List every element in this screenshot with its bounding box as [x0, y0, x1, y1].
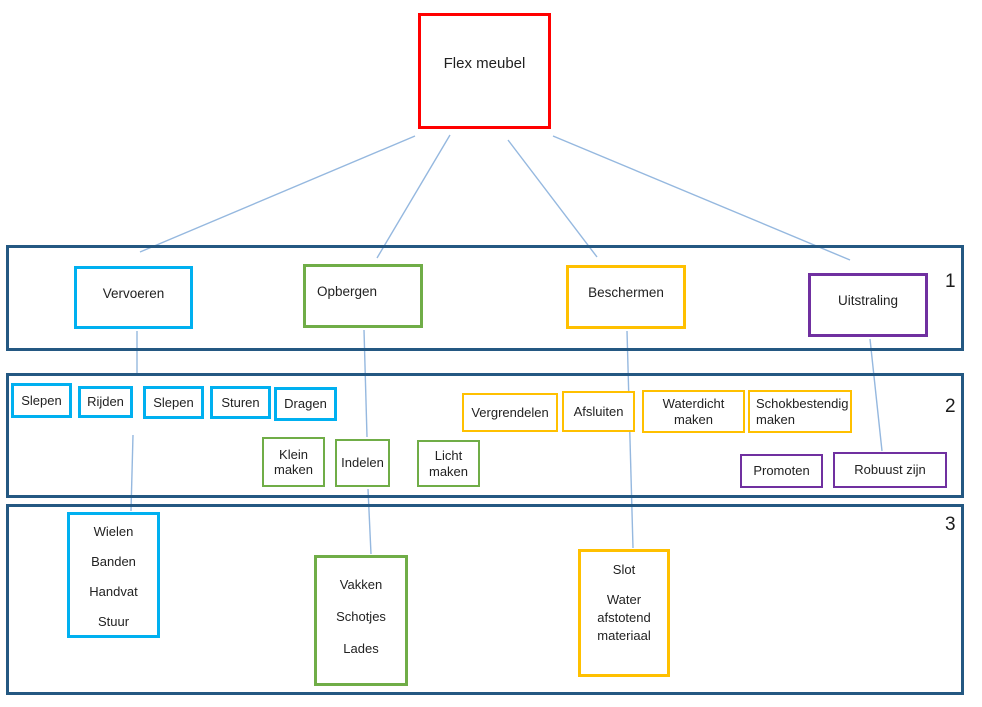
node-robuust-zijn[interactable]: Robuust zijn	[833, 452, 947, 488]
node-sturen[interactable]: Sturen	[210, 386, 271, 419]
node-robuust-zijn-label: Robuust zijn	[854, 462, 926, 478]
connector-vervoeren-down-2	[130, 434, 134, 512]
node-flex-meubel-label: Flex meubel	[443, 55, 526, 73]
node-slepen-1-label: Slepen	[21, 392, 62, 408]
node-opbergen-parts[interactable]: Vakken Schotjes Lades	[314, 555, 408, 686]
node-vervoeren-parts[interactable]: Wielen Banden Handvat Stuur	[67, 512, 160, 638]
connector-root-beschermen	[507, 139, 598, 258]
part-handvat: Handvat	[89, 584, 138, 599]
node-opbergen-label: Opbergen	[316, 284, 378, 300]
node-waterdicht-maken-label: Waterdicht maken	[662, 396, 725, 427]
node-klein-maken-label: Klein maken	[273, 446, 314, 477]
node-dragen[interactable]: Dragen	[274, 387, 337, 421]
connector-opbergen-down-2	[367, 488, 372, 555]
node-indelen-label: Indelen	[341, 455, 384, 471]
node-uitstraling[interactable]: Uitstraling	[808, 273, 928, 337]
node-sturen-label: Sturen	[221, 394, 260, 410]
node-slepen-2-label: Slepen	[153, 394, 194, 410]
node-licht-maken-label: Licht maken	[428, 448, 469, 479]
node-vervoeren-label: Vervoeren	[102, 285, 165, 301]
node-rijden-label: Rijden	[87, 394, 124, 410]
node-beschermen-parts[interactable]: Slot Water afstotend materiaal	[578, 549, 670, 677]
node-beschermen-label: Beschermen	[588, 285, 664, 301]
node-indelen[interactable]: Indelen	[335, 439, 390, 487]
part-vakken: Vakken	[339, 577, 383, 592]
tier-1-frame[interactable]	[6, 245, 964, 351]
node-rijden[interactable]: Rijden	[78, 386, 133, 418]
tier-3-frame[interactable]	[6, 504, 964, 695]
node-beschermen[interactable]: Beschermen	[566, 265, 686, 329]
tier-1-label: 1	[945, 271, 956, 292]
node-vervoeren[interactable]: Vervoeren	[74, 266, 193, 329]
node-promoten[interactable]: Promoten	[740, 454, 823, 488]
node-schokbestendig-maken[interactable]: Schokbestendig maken	[748, 390, 852, 433]
tier-3-label: 3	[945, 514, 956, 535]
node-dragen-label: Dragen	[284, 396, 327, 412]
node-afsluiten-label: Afsluiten	[573, 403, 624, 419]
node-vergrendelen[interactable]: Vergrendelen	[462, 393, 558, 432]
part-banden: Banden	[91, 554, 136, 569]
node-licht-maken[interactable]: Licht maken	[417, 440, 480, 487]
node-slepen-1[interactable]: Slepen	[11, 383, 72, 418]
node-flex-meubel[interactable]: Flex meubel	[418, 13, 551, 129]
tier-2-frame[interactable]	[6, 373, 964, 498]
node-opbergen[interactable]: Opbergen	[303, 264, 423, 328]
node-klein-maken[interactable]: Klein maken	[262, 437, 325, 487]
tier-2-label: 2	[945, 396, 956, 417]
connector-root-opbergen	[376, 134, 451, 259]
part-water-afstotend-materiaal: Water afstotend materiaal	[597, 592, 651, 643]
connector-root-vervoeren	[139, 135, 416, 253]
part-wielen: Wielen	[93, 524, 134, 539]
connector-root-uitstraling	[552, 135, 851, 261]
connector-beschermen-down	[626, 330, 634, 549]
part-stuur: Stuur	[97, 614, 130, 629]
node-uitstraling-label: Uitstraling	[837, 293, 899, 309]
node-vergrendelen-label: Vergrendelen	[471, 404, 549, 420]
connector-uitstraling-down	[869, 338, 883, 452]
node-schokbestendig-maken-label: Schokbestendig maken	[756, 396, 849, 427]
part-lades: Lades	[343, 641, 379, 656]
node-afsluiten[interactable]: Afsluiten	[562, 391, 635, 432]
node-promoten-label: Promoten	[753, 463, 810, 479]
part-schotjes: Schotjes	[336, 609, 386, 624]
part-slot: Slot	[612, 562, 636, 577]
connector-opbergen-down-1	[363, 329, 368, 438]
node-slepen-2[interactable]: Slepen	[143, 386, 204, 419]
node-waterdicht-maken[interactable]: Waterdicht maken	[642, 390, 745, 433]
